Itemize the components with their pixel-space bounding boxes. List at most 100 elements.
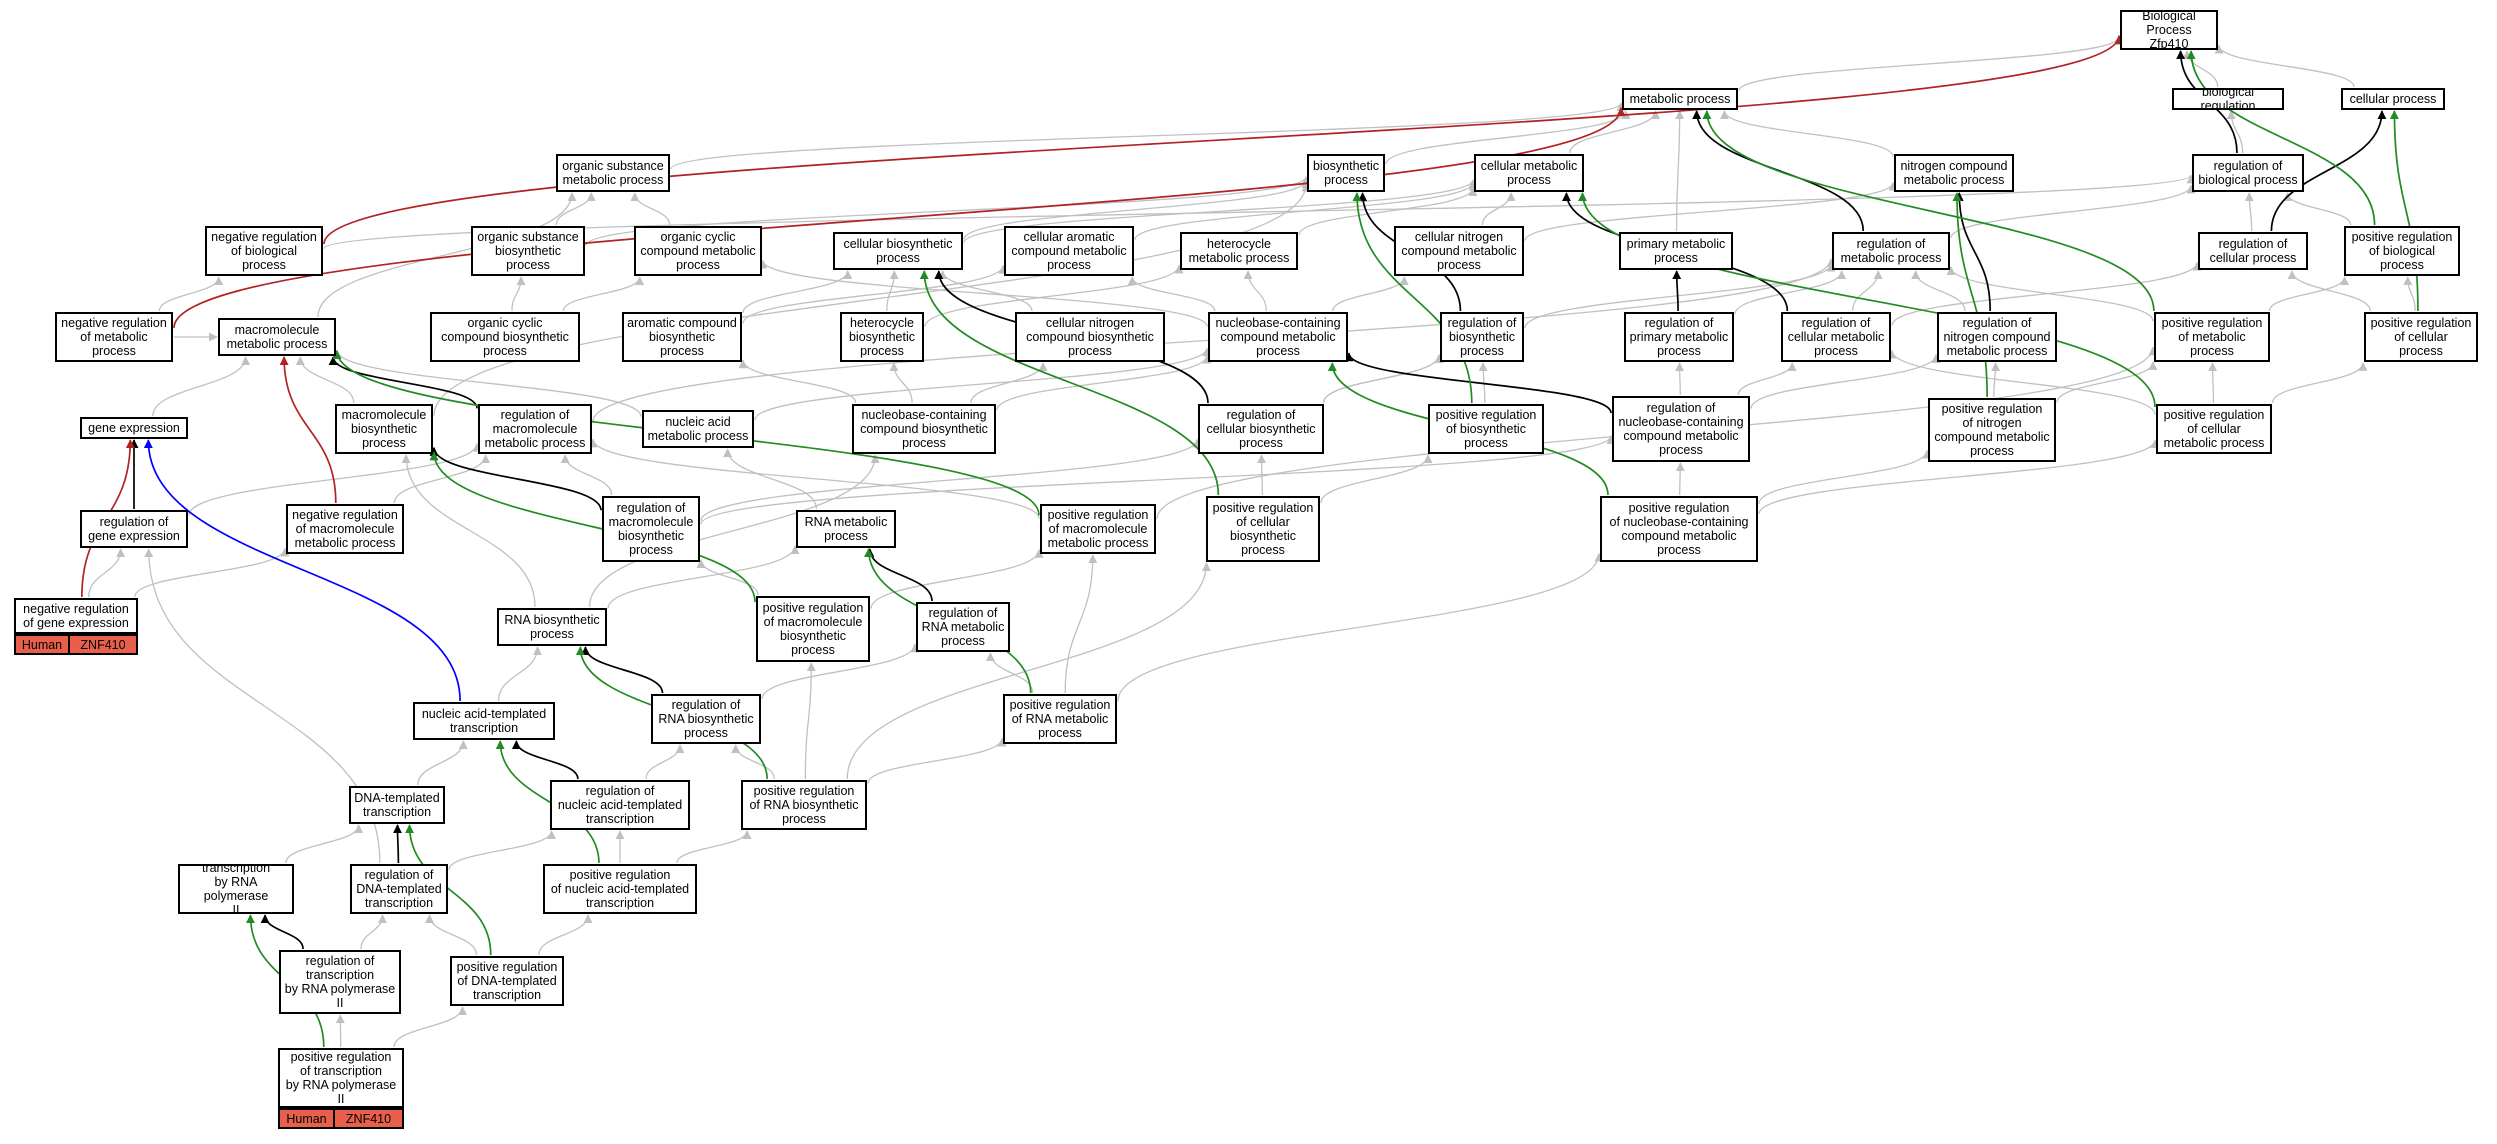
node-positive-regulation-of-rna-biosynthetic-process[interactable]: positive regulation of RNA biosynthetic … [741, 780, 867, 830]
node-regulation-of-cellular-metabolic-process[interactable]: regulation of cellular metabolic process [1781, 312, 1891, 362]
node-primary-metabolic-process[interactable]: primary metabolic process [1619, 232, 1733, 270]
node-regulation-of-cellular-biosynthetic-process[interactable]: regulation of cellular biosynthetic proc… [1198, 404, 1324, 454]
edge-rnabp-to-mbp [401, 454, 536, 608]
node-rna-metabolic-process[interactable]: RNA metabolic process [796, 510, 896, 548]
node-cellular-metabolic-process[interactable]: cellular metabolic process [1474, 154, 1584, 192]
edge-nbcmp-to-hmp [1243, 270, 1267, 312]
node-regulation-of-metabolic-process[interactable]: regulation of metabolic process [1832, 232, 1950, 270]
edge-nbcbp-to-hbp [889, 362, 913, 404]
annotation-positive-regulation-of-transcription: Human ZNF410 [278, 1108, 404, 1129]
node-regulation-of-nucleic-acid-templated-transcription[interactable]: regulation of nucleic acid-templated tra… [550, 780, 690, 830]
node-positive-regulation-of-nitrogen-compound-metabolic-process[interactable]: positive regulation of nitrogen compound… [1928, 398, 2056, 462]
node-positive-regulation-of-macromolecule-metabolic-process[interactable]: positive regulation of macromolecule met… [1040, 504, 1156, 554]
node-regulation-of-rna-biosynthetic-process[interactable]: regulation of RNA biosynthetic process [651, 694, 761, 744]
edge-nrge-to-rge [88, 548, 126, 598]
edge-nbcbp-to-nbcmp [996, 354, 1212, 411]
node-regulation-of-primary-metabolic-process[interactable]: regulation of primary metabolic process [1624, 312, 1734, 362]
node-positive-regulation-of-nucleobase-containing-compound-metabolic-process[interactable]: positive regulation of nucleobase-contai… [1600, 496, 1758, 562]
edge-prrnabp-to-prcbp [846, 562, 1211, 780]
node-positive-regulation-of-rna-metabolic-process[interactable]: positive regulation of RNA metabolic pro… [1003, 694, 1117, 744]
edge-cncmp-to-ncmp [1524, 181, 1898, 241]
node-macromolecule-metabolic-process[interactable]: macromolecule metabolic process [218, 318, 336, 356]
node-organic-cyclic-compound-biosynthetic-process[interactable]: organic cyclic compound biosynthetic pro… [430, 312, 580, 362]
node-regulation-of-dna-templated-transcription[interactable]: regulation of DNA-templated transcriptio… [350, 864, 448, 914]
node-regulation-of-rna-metabolic-process[interactable]: regulation of RNA metabolic process [916, 602, 1010, 652]
node-nucleobase-containing-compound-metabolic-process[interactable]: nucleobase-containing compound metabolic… [1208, 312, 1348, 362]
node-regulation-of-transcription-by-rna-polymerase-ii[interactable]: regulation of transcription by RNA polym… [279, 950, 401, 1014]
node-nucleobase-containing-compound-biosynthetic-process[interactable]: nucleobase-containing compound biosynthe… [852, 404, 996, 454]
node-transcription-by-rna-polymerase-ii[interactable]: transcription by RNA polymerase II [178, 864, 294, 914]
edge-rmmp-to-mmp [328, 356, 478, 409]
edge-osbp-to-bsp [585, 175, 1311, 246]
edge-acbp-to-cacmp [742, 264, 1008, 324]
node-positive-regulation-of-macromolecule-biosynthetic-process[interactable]: positive regulation of macromolecule bio… [756, 596, 870, 662]
node-positive-regulation-of-dna-templated-transcription[interactable]: positive regulation of DNA-templated tra… [450, 956, 564, 1006]
edge-rcmp-to-rmp [1851, 270, 1883, 312]
edge-prbp-to-bp [2186, 50, 2376, 226]
edge-cmp-to-mp [1569, 110, 1660, 154]
node-positive-regulation-of-cellular-process[interactable]: positive regulation of cellular process [2364, 312, 2478, 362]
node-cellular-nitrogen-compound-metabolic-process[interactable]: cellular nitrogen compound metabolic pro… [1394, 226, 1524, 276]
node-nucleic-acid-templated-transcription[interactable]: nucleic acid-templated transcription [413, 702, 555, 740]
edge-mbp-to-bsp [433, 182, 1311, 416]
node-macromolecule-biosynthetic-process[interactable]: macromolecule biosynthetic process [335, 404, 433, 454]
node-positive-regulation-of-metabolic-process[interactable]: positive regulation of metabolic process [2154, 312, 2270, 362]
node-biosynthetic-process[interactable]: biosynthetic process [1307, 154, 1385, 192]
node-positive-regulation-of-cellular-metabolic-process[interactable]: positive regulation of cellular metaboli… [2156, 404, 2272, 454]
node-gene-expression[interactable]: gene expression [80, 417, 188, 439]
node-positive-regulation-of-biological-process[interactable]: positive regulation of biological proces… [2344, 226, 2460, 276]
node-positive-regulation-of-biosynthetic-process[interactable]: positive regulation of biosynthetic proc… [1428, 404, 1544, 454]
edge-rtrnap-to-trnap [260, 914, 304, 950]
node-regulation-of-nucleobase-containing-compound-metabolic-process[interactable]: regulation of nucleobase-containing comp… [1612, 396, 1750, 462]
node-regulation-of-cellular-process[interactable]: regulation of cellular process [2198, 232, 2308, 270]
node-regulation-of-biological-process[interactable]: regulation of biological process [2192, 154, 2304, 192]
edge-prdtt-to-prnatt [538, 914, 593, 956]
node-negative-regulation-of-metabolic-process[interactable]: negative regulation of metabolic process [55, 312, 173, 362]
node-regulation-of-nitrogen-compound-metabolic-process[interactable]: regulation of nitrogen compound metaboli… [1937, 312, 2057, 362]
node-regulation-of-macromolecule-biosynthetic-process[interactable]: regulation of macromolecule biosynthetic… [602, 496, 700, 562]
node-negative-regulation-of-gene-expression[interactable]: negative regulation of gene expression [14, 598, 138, 634]
node-organic-cyclic-compound-metabolic-process[interactable]: organic cyclic compound metabolic proces… [634, 226, 762, 276]
node-nitrogen-compound-metabolic-process[interactable]: nitrogen compound metabolic process [1894, 154, 2014, 192]
node-rna-biosynthetic-process[interactable]: RNA biosynthetic process [497, 608, 607, 646]
edge-nrge-to-nrmmp [134, 547, 290, 598]
edge-rnbcmp-to-nbcmp [1344, 352, 1612, 414]
edge-prcmp-to-prmp [2208, 362, 2218, 404]
node-negative-regulation-of-macromolecule-metabolic-process[interactable]: negative regulation of macromolecule met… [286, 504, 404, 554]
edge-trnap-to-dtt [285, 824, 364, 864]
node-regulation-of-macromolecule-metabolic-process[interactable]: regulation of macromolecule metabolic pr… [478, 404, 592, 454]
node-biological-process[interactable]: Biological Process Zfp410 [2120, 10, 2218, 50]
edge-osmp-to-mp [670, 102, 1626, 170]
annotation-species: Human [278, 1108, 335, 1129]
edge-rtrnap-to-rdtt [360, 914, 387, 950]
node-cellular-aromatic-compound-metabolic-process[interactable]: cellular aromatic compound metabolic pro… [1004, 226, 1134, 276]
node-positive-regulation-of-nucleic-acid-templated-transcription[interactable]: positive regulation of nucleic acid-temp… [543, 864, 697, 914]
node-organic-substance-biosynthetic-process[interactable]: organic substance biosynthetic process [471, 226, 585, 276]
edge-prbsp-to-bsp [1352, 192, 1473, 404]
node-dna-templated-transcription[interactable]: DNA-templated transcription [349, 786, 445, 824]
edge-prcp-to-cp [2389, 110, 2419, 312]
node-cellular-nitrogen-compound-biosynthetic-process[interactable]: cellular nitrogen compound biosynthetic … [1015, 312, 1165, 362]
node-heterocycle-metabolic-process[interactable]: heterocycle metabolic process [1180, 232, 1298, 270]
node-positive-regulation-of-transcription-by-rna-polymerase-ii[interactable]: positive regulation of transcription by … [278, 1048, 404, 1108]
edge-prnatt-to-prrnabp [676, 830, 752, 864]
edge-rnbcmp-to-rncmp [1750, 353, 1941, 409]
edge-dtt-to-natt [417, 740, 468, 786]
node-cellular-process[interactable]: cellular process [2341, 88, 2445, 110]
node-regulation-of-gene-expression[interactable]: regulation of gene expression [80, 510, 188, 548]
node-aromatic-compound-biosynthetic-process[interactable]: aromatic compound biosynthetic process [622, 312, 742, 362]
node-negative-regulation-of-biological-process[interactable]: negative regulation of biological proces… [205, 226, 323, 276]
edge-rncmp-to-ncmp [1954, 192, 1992, 312]
node-biological-regulation[interactable]: biological regulation [2172, 88, 2284, 110]
node-regulation-of-biosynthetic-process[interactable]: regulation of biosynthetic process [1440, 312, 1524, 362]
node-heterocycle-biosynthetic-process[interactable]: heterocycle biosynthetic process [840, 312, 924, 362]
node-organic-substance-metabolic-process[interactable]: organic substance metabolic process [556, 154, 670, 192]
node-cellular-biosynthetic-process[interactable]: cellular biosynthetic process [833, 232, 963, 270]
node-metabolic-process[interactable]: metabolic process [1622, 88, 1738, 110]
node-nucleic-acid-metabolic-process[interactable]: nucleic acid metabolic process [642, 410, 754, 448]
edge-prdtt-to-dtt [405, 824, 492, 956]
edge-pmp-to-mp [1675, 110, 1685, 232]
node-positive-regulation-of-cellular-biosynthetic-process[interactable]: positive regulation of cellular biosynth… [1206, 496, 1320, 562]
edge-acbp-to-cbp [742, 270, 853, 313]
